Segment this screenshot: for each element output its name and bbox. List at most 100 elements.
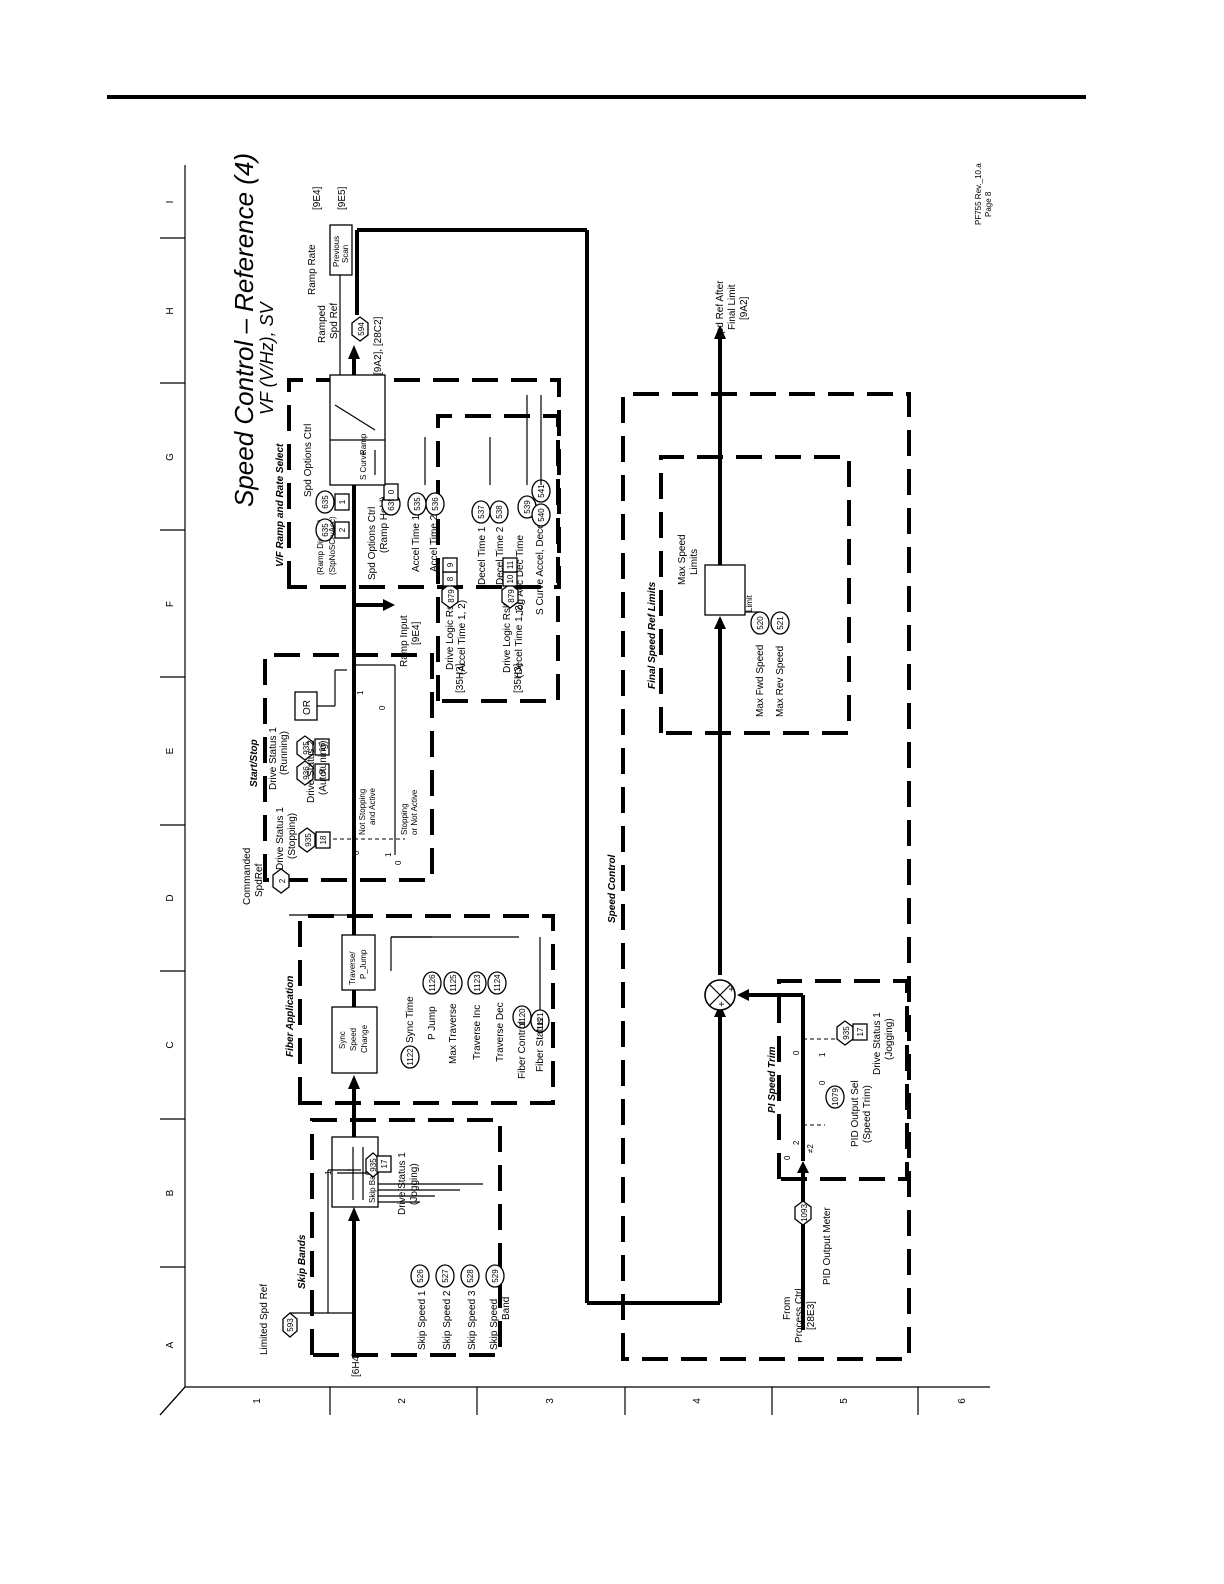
skip-band-label: Band xyxy=(501,1297,512,1320)
logic-label: Drive Logic Rslt xyxy=(502,603,513,673)
jog-status-label: Drive Status 1 xyxy=(872,1012,883,1075)
fiber-params: 1126 P Jump 1125 Max Traverse 1123 Trave… xyxy=(390,936,550,1079)
sel-ne2: ≠2 xyxy=(806,1144,815,1153)
skip-speed-label: Skip Speed 2 xyxy=(442,1290,453,1350)
bit-box xyxy=(383,483,399,501)
sync-line: Sync xyxy=(338,1031,347,1049)
row-labels: 1 2 3 4 5 6 xyxy=(252,1398,968,1404)
j0: 0 xyxy=(792,1050,801,1055)
final-limits-title: Final Speed Ref Limits xyxy=(647,581,658,689)
fiber-param-label: Fiber Status xyxy=(535,1018,546,1072)
skip-bands-title: Skip Bands xyxy=(297,1234,308,1289)
switch-label: 1 xyxy=(324,1170,333,1175)
sync-line: Speed xyxy=(349,1028,358,1051)
param-number: 879 xyxy=(507,589,516,603)
param-number: 538 xyxy=(495,505,504,519)
param-594 xyxy=(351,316,369,342)
param-number: 936 xyxy=(302,766,311,780)
prev-scan-line: Previous xyxy=(332,236,341,267)
rate-label: Accel Time 2 xyxy=(429,514,440,572)
col-label: A xyxy=(165,1341,176,1348)
after-limit-xref: [9A2] xyxy=(739,296,750,320)
fiber-param-label: Fiber Control xyxy=(517,1021,528,1079)
ramped-label: Spd Ref xyxy=(329,303,340,339)
not-active-label: or Not Active xyxy=(410,789,419,835)
max-speed-label: Limits xyxy=(689,549,700,575)
skip-speed-label: Skip Speed xyxy=(489,1299,500,1350)
param-number: 1079 xyxy=(831,1088,840,1106)
logic-sub: (Decel Time 1, 2) xyxy=(514,602,525,678)
bit-number: 8 xyxy=(446,576,455,581)
fiber-param-label: Traverse Inc xyxy=(472,1005,483,1060)
param-number: 537 xyxy=(477,505,486,519)
traverse-line: P_Jump xyxy=(359,949,368,979)
auto-status-sub: (Autotuning) xyxy=(318,741,329,795)
ramp-rate-box-lower xyxy=(436,414,560,703)
prev-scan-xref: [9E5] xyxy=(337,186,348,210)
col-label: H xyxy=(165,307,176,314)
sel-0: 0 xyxy=(783,1155,792,1160)
ramp-label: Ramp xyxy=(359,433,368,455)
max-fwd-label: Max Fwd Speed xyxy=(755,645,766,717)
param-2 xyxy=(272,868,290,894)
limited-spd-ref-label: Limited Spd Ref xyxy=(259,1284,270,1355)
row-label: 3 xyxy=(545,1398,556,1404)
param-number: 1126 xyxy=(428,974,437,992)
ramp-input-label: Ramp Input xyxy=(399,615,410,667)
param-number: 635 xyxy=(387,497,396,511)
ramp-block xyxy=(329,374,386,486)
fiber-box xyxy=(298,914,555,1105)
col-label: E xyxy=(165,747,176,754)
bit-number: 1 xyxy=(338,499,347,504)
skip-speed-label: Skip Speed 3 xyxy=(467,1290,478,1350)
param-number: 935 xyxy=(302,741,311,755)
param-936 xyxy=(296,760,314,786)
param-number: 935 xyxy=(369,1158,378,1172)
switch-1: 1 xyxy=(356,690,365,695)
max-speed-label: Max Speed xyxy=(677,534,688,585)
row-label: 4 xyxy=(692,1398,703,1404)
bit-number: 0 xyxy=(387,489,396,494)
sync-line: Change xyxy=(360,1024,369,1053)
xref-6h4: [6H4] xyxy=(351,1353,362,1377)
param-number: 879 xyxy=(447,589,456,603)
jog-status-sub: (Jogging) xyxy=(884,1018,895,1060)
page-note: Page 8 xyxy=(984,191,993,217)
param-number: 535 xyxy=(413,497,422,511)
param-number: 1124 xyxy=(493,974,502,992)
bit-number: 2 xyxy=(338,527,347,532)
bit-box xyxy=(314,763,330,781)
commanded-label: Commanded xyxy=(242,848,253,905)
param-1093 xyxy=(794,1200,812,1226)
pid-sel-label: PID Output Sel xyxy=(850,1080,861,1147)
param-number: 635 xyxy=(321,495,330,509)
rotated-drawing: A B C D E F G H I 1 2 3 4 5 6 Speed Cont… xyxy=(159,153,993,1416)
not-stopping-label: Not Stopping xyxy=(358,789,367,835)
ramp-rate-params: Accel Time 1 535 Accel Time 2 536 Decel … xyxy=(407,395,551,693)
bit-number: 10 xyxy=(506,574,515,583)
from-xref: [28E3] xyxy=(806,1301,817,1330)
pi-trim-box xyxy=(777,979,909,1181)
skip-params: 526 Skip Speed 1 527 Skip Speed 2 528 Sk… xyxy=(410,1264,512,1350)
bit-number: 18 xyxy=(319,835,328,844)
diagram-title: Speed Control – Reference (4) xyxy=(229,153,259,507)
rate-label: Accel Time 1 xyxy=(411,514,422,572)
ramp-select-title: V/F Ramp and Rate Select xyxy=(275,443,286,567)
ramp-hold-sub: (Ramp Hold) xyxy=(379,496,390,553)
prev-scan-line: Scan xyxy=(341,245,350,263)
status-label: Drive Status 1 xyxy=(397,1152,408,1215)
and-active-label: and Active xyxy=(368,788,377,825)
bit-number: 17 xyxy=(856,1027,865,1036)
scurve-label: S Curve xyxy=(359,451,368,480)
row-label: 1 xyxy=(252,1398,263,1404)
limit-block xyxy=(704,564,746,616)
sync-time-label: Sync Time xyxy=(405,996,416,1043)
ramp-select-box xyxy=(287,378,561,589)
stop-status-sub: (Stopping) xyxy=(287,813,298,859)
param-number: 520 xyxy=(756,616,765,630)
param-635-b xyxy=(315,518,335,542)
main-bus xyxy=(348,228,809,1353)
limit-label: Limit xyxy=(745,594,754,612)
start-stop-title: Start/Stop xyxy=(249,739,260,787)
bit-number: 16 xyxy=(318,742,327,751)
